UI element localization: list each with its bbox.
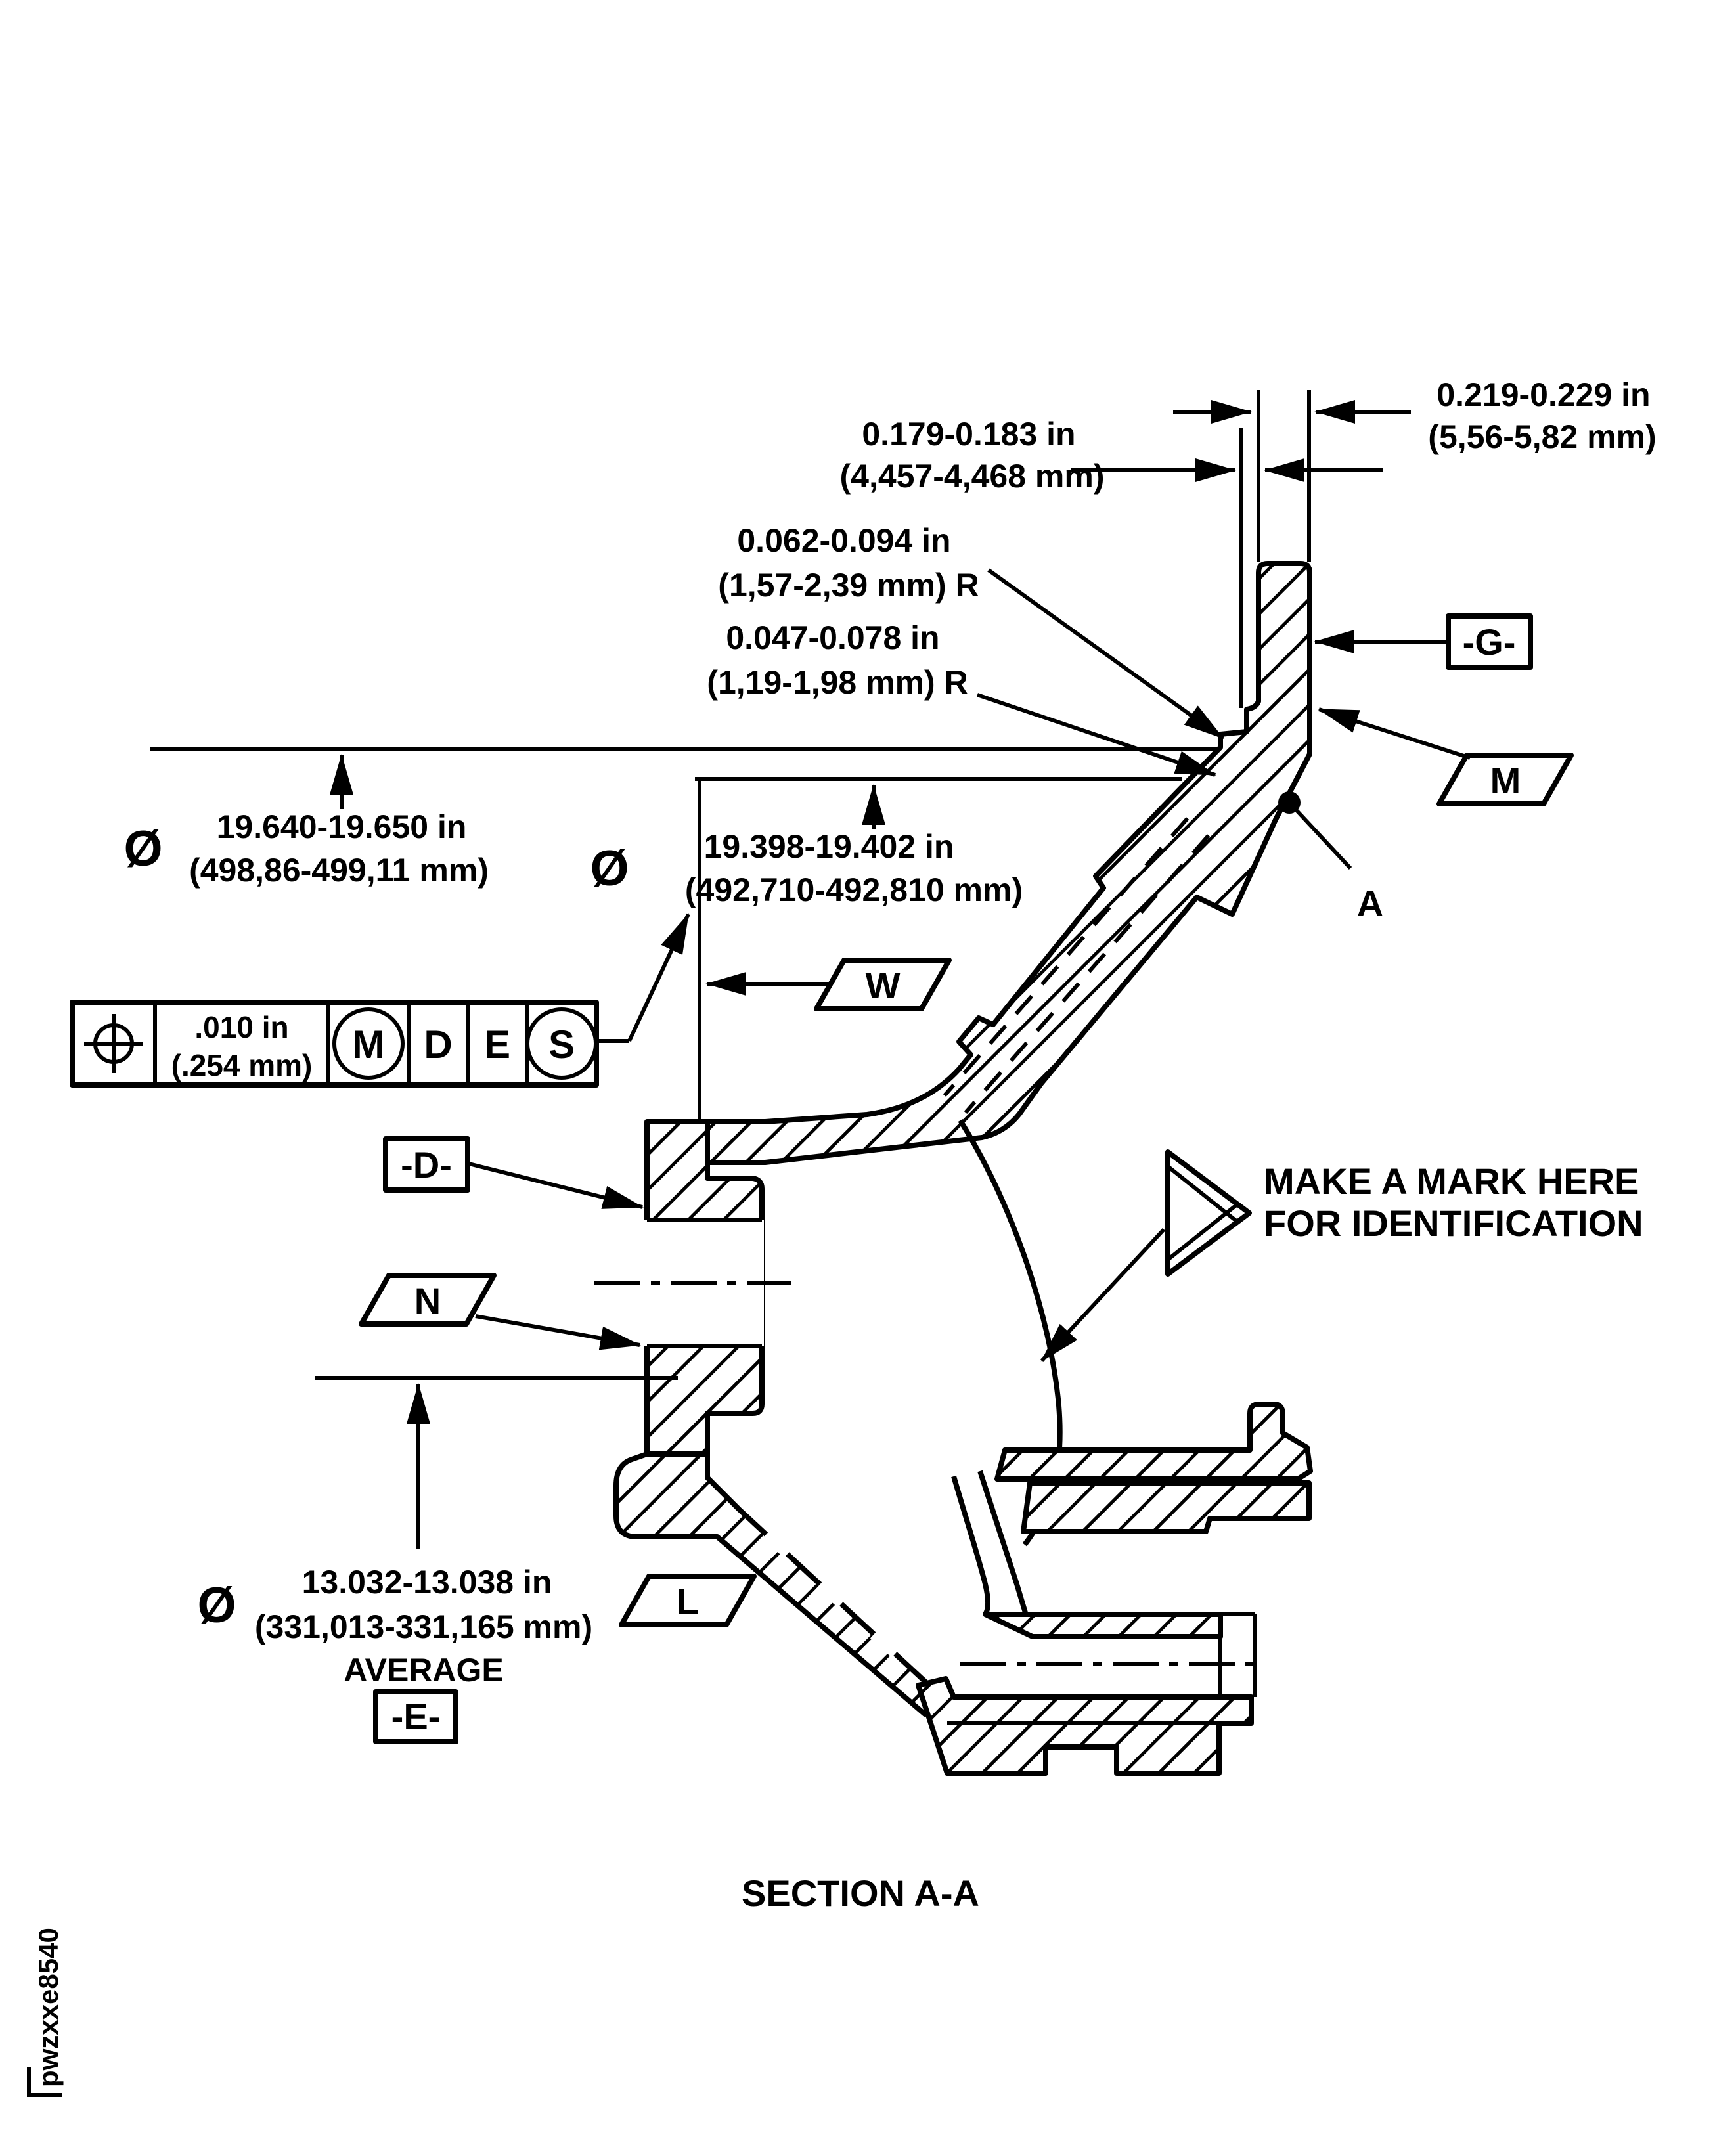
fcf-datum-secondary: E [484, 1023, 510, 1067]
rim-hidden-line-1 [964, 834, 1211, 1114]
datum-g-label: -G- [1463, 621, 1516, 663]
surface-flag-n [359, 1273, 497, 1327]
datum-box-e [373, 1689, 458, 1744]
dim-hub-dia-qualifier: AVERAGE [344, 1652, 504, 1689]
dim-hub-dia-mm: (331,013-331,165 mm) [255, 1608, 592, 1645]
fcf-leader [627, 913, 690, 1042]
surface-flag-m [1436, 753, 1574, 806]
surface-flag-w [814, 958, 952, 1011]
rim-flange-section [679, 561, 1312, 1165]
surface-flag-n-label: N [414, 1280, 441, 1321]
fcf-tolerance-mm: (.254 mm) [171, 1048, 313, 1082]
point-a-label: A [1357, 883, 1383, 924]
datum-d-leader [468, 1162, 644, 1209]
fcf-m-circle [332, 1007, 405, 1080]
datum-box-g [1446, 613, 1533, 670]
mark-note-line2: FOR IDENTIFICATION [1264, 1203, 1643, 1244]
dim-seat-dia-in: 19.398-19.402 in [704, 828, 954, 865]
dim-outer-dia-mm: (498,86-499,11 mm) [189, 852, 489, 889]
lower-arm-top-bar [983, 1612, 1223, 1639]
diameter-symbol-seat: Ø [590, 841, 629, 896]
figure-code-bracket [27, 2067, 62, 2097]
fcf-material-modifier: M [352, 1023, 385, 1067]
lower-arm-block [916, 1676, 1254, 1776]
dim-seat-dia-mm: (492,710-492,810 mm) [685, 872, 1023, 908]
upper-arm-top-bar [994, 1402, 1313, 1482]
web-neck-outer [951, 1475, 990, 1616]
dim-flange-width-in: 0.219-0.229 in [1436, 376, 1650, 413]
flag-m-leader [1318, 707, 1471, 760]
datum-boxes: -G- -D- -E- [373, 613, 1533, 1744]
surface-flags: M W N L [359, 753, 1574, 1627]
radius-lower-leader [977, 693, 1216, 777]
surface-flag-l-label: L [677, 1581, 699, 1622]
dim-radius-lower-mm: (1,19-1,98 mm) R [707, 664, 968, 701]
dim-radius-upper-mm: (1,57-2,39 mm) R [718, 567, 979, 604]
section-title: SECTION A-A [742, 1872, 979, 1914]
mark-note-leader [1040, 1227, 1166, 1363]
flag-n-leader [475, 1314, 641, 1350]
datum-box-d [383, 1136, 470, 1193]
datum-e-label: -E- [391, 1696, 441, 1737]
dim-radius-upper-in: 0.062-0.094 in [737, 522, 950, 559]
fcf-datum-primary: D [424, 1023, 452, 1067]
fcf-s-circle [525, 1007, 598, 1080]
dimension-lines [150, 390, 1471, 1549]
upper-arm-bottom-bar [1021, 1480, 1312, 1534]
dimension-texts: 0.219-0.229 in (5,56-5,82 mm) 0.179-0.18… [123, 376, 1656, 1689]
surface-flag-w-label: W [866, 965, 901, 1006]
notes: MAKE A MARK HERE FOR IDENTIFICATION A SE… [27, 883, 1643, 2097]
rim-hidden-line-2 [943, 817, 1190, 1097]
surface-flag-l [619, 1574, 757, 1627]
diameter-symbol-hub: Ø [197, 1578, 236, 1633]
dim-seat-width-in: 0.179-0.183 in [862, 416, 1075, 453]
point-a-dot [1278, 791, 1301, 814]
dim-seat-width-mm: (4,457-4,468 mm) [839, 458, 1104, 495]
surface-flag-m-label: M [1490, 760, 1521, 801]
radius-upper-leader [987, 568, 1224, 740]
diameter-symbol-outer: Ø [123, 821, 162, 877]
feature-control-frame: .010 in (.254 mm) M D E S [70, 1000, 599, 1088]
position-tolerance-icon [84, 1014, 143, 1073]
fcf-modifier-s: S [548, 1023, 575, 1067]
part-cross-section [594, 561, 1313, 1776]
dim-outer-dia-in: 19.640-19.650 in [217, 808, 467, 845]
band-slots [762, 1532, 899, 1658]
figure-code-block: pwzxxe8540 [27, 1928, 64, 2097]
dim-hub-dia-in: 13.032-13.038 in [302, 1564, 552, 1601]
figure-code: pwzxxe8540 [33, 1928, 64, 2087]
point-a-leader [1295, 808, 1352, 870]
hub-foot-and-band-section [613, 1451, 945, 1717]
dim-radius-lower-in: 0.047-0.078 in [726, 619, 939, 656]
identification-mark-icon [1165, 1149, 1252, 1277]
mark-note-line1: MAKE A MARK HERE [1264, 1160, 1639, 1202]
datum-d-label: -D- [401, 1144, 452, 1185]
dim-flange-width-mm: (5,56-5,82 mm) [1428, 418, 1656, 455]
fcf-tolerance-in: .010 in [194, 1010, 288, 1044]
